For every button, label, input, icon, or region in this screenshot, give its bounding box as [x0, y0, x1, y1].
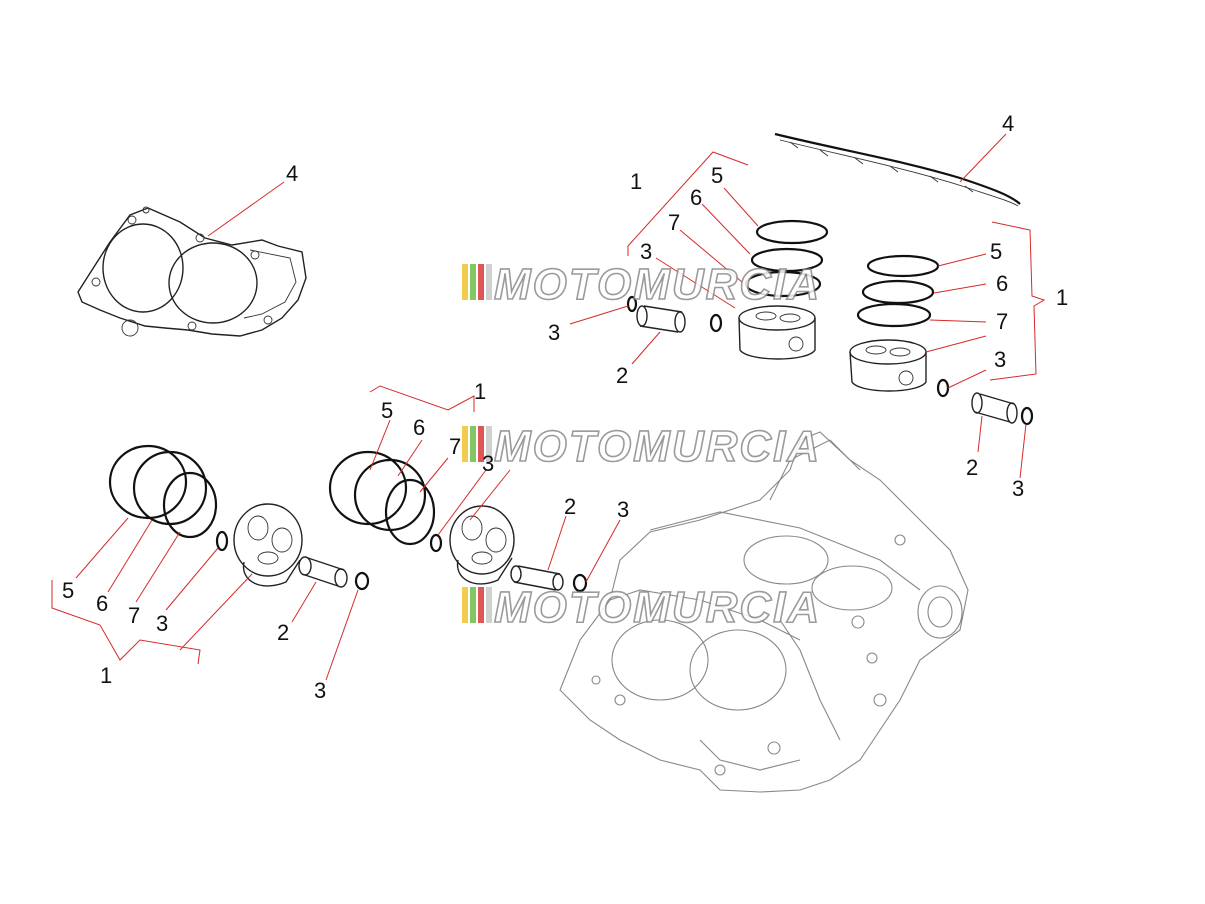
watermark-text: MOTOMURCIA — [494, 583, 821, 632]
piston-group-lower-d — [328, 450, 588, 593]
piston-pin-lower-c — [298, 556, 348, 588]
callout-number: 1 — [100, 663, 112, 688]
watermark-stripe — [478, 587, 484, 623]
watermark-stripe — [486, 426, 492, 462]
piston-group-upper-a — [626, 219, 829, 360]
group-brackets — [51, 151, 1046, 665]
watermark-text: MOTOMURCIA — [494, 260, 821, 309]
callout-number: 6 — [996, 271, 1008, 296]
watermark-text: MOTOMURCIA — [494, 422, 821, 471]
watermark-stripe — [470, 264, 476, 300]
watermark-stripe — [470, 426, 476, 462]
callout-number: 6 — [413, 415, 425, 440]
piston-upper-b — [849, 339, 927, 392]
callout-number: 3 — [156, 611, 168, 636]
callout-number: 7 — [449, 434, 461, 459]
crankcase-block — [559, 431, 969, 793]
callout-number: 3 — [617, 497, 629, 522]
callout-number: 5 — [711, 163, 723, 188]
callout-number: 5 — [381, 398, 393, 423]
callout-number: 7 — [996, 309, 1008, 334]
callout-number: 1 — [1056, 285, 1068, 310]
watermark-stripe — [470, 587, 476, 623]
callout-number: 5 — [990, 239, 1002, 264]
piston-group-lower-c — [108, 444, 370, 591]
piston-group-upper-b — [849, 254, 1034, 426]
callout-number: 3 — [1012, 476, 1024, 501]
piston-upper-a — [738, 305, 816, 360]
watermark-1: MOTOMURCIA — [462, 259, 821, 310]
watermark-stripe — [462, 264, 468, 300]
piston-lower-d — [449, 505, 515, 585]
watermark-stripe — [486, 587, 492, 623]
callout-number: 6 — [690, 185, 702, 210]
watermark-stripe — [478, 426, 484, 462]
watermark-stripe — [462, 587, 468, 623]
leader-lines — [75, 133, 1027, 681]
watermark-2: MOTOMURCIA — [462, 421, 821, 472]
watermark-stripe — [478, 264, 484, 300]
callout-number: 5 — [62, 578, 74, 603]
callout-number: 3 — [548, 320, 560, 345]
head-gasket-left — [77, 206, 307, 337]
callout-number: 2 — [564, 494, 576, 519]
piston-pin-upper-b — [971, 392, 1018, 424]
watermark-3: MOTOMURCIA — [462, 582, 821, 633]
callout-number: 1 — [474, 379, 486, 404]
piston-lower-c — [233, 503, 303, 587]
watermark-stripe — [462, 426, 468, 462]
callout-number: 3 — [640, 239, 652, 264]
callout-number: 2 — [616, 363, 628, 388]
callout-number: 3 — [482, 451, 494, 476]
callout-number: 4 — [1002, 111, 1014, 136]
callout-labels: 4 4 1 5 6 7 3 3 2 5 6 1 7 3 2 3 1 5 6 7 … — [62, 111, 1068, 703]
callout-number: 2 — [966, 455, 978, 480]
watermark-stripe — [486, 264, 492, 300]
callout-number: 7 — [668, 210, 680, 235]
callout-number: 3 — [314, 678, 326, 703]
head-gasket-right — [774, 132, 1021, 207]
callout-number: 3 — [994, 347, 1006, 372]
callout-number: 1 — [630, 169, 642, 194]
callout-number: 6 — [96, 591, 108, 616]
piston-pin-lower-d — [510, 565, 564, 591]
piston-pin-upper-a — [636, 305, 686, 333]
callout-number: 7 — [128, 603, 140, 628]
callout-number: 2 — [277, 620, 289, 645]
callout-number: 4 — [286, 161, 298, 186]
